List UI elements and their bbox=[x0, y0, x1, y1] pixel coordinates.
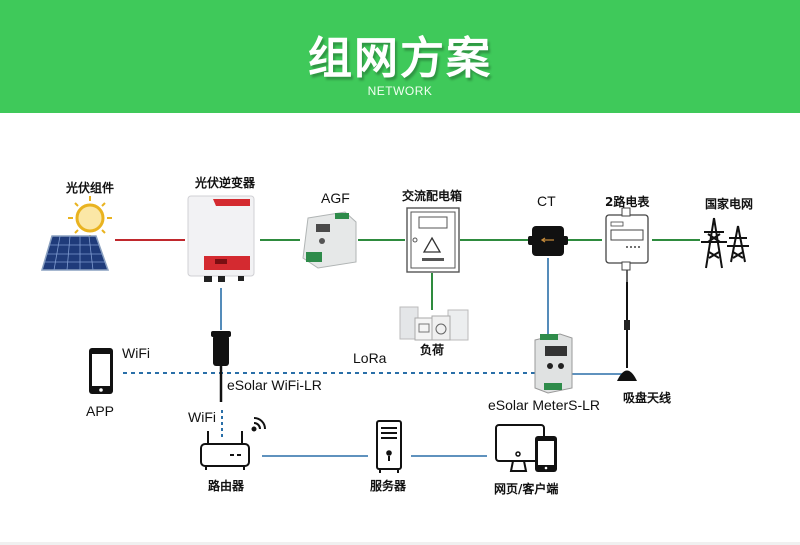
current-transformer-icon bbox=[528, 226, 568, 256]
label-client: 网页/客户端 bbox=[494, 482, 559, 496]
page-subtitle: NETWORK bbox=[367, 84, 433, 98]
label-router-wifi: WiFi bbox=[188, 409, 216, 425]
label-wifi-lr: eSolar WiFi-LR bbox=[227, 377, 322, 393]
inverter-icon bbox=[187, 195, 255, 282]
label-pv-module: 光伏组件 bbox=[66, 181, 115, 195]
wifi-signal-icon bbox=[251, 417, 266, 432]
label-meter: 2路电表 bbox=[605, 195, 650, 209]
label-inverter: 光伏逆变器 bbox=[195, 176, 256, 190]
label-app-wifi: WiFi bbox=[122, 345, 150, 361]
desktop-phone-icon bbox=[495, 424, 557, 472]
header-banner: 组网方案 NETWORK bbox=[0, 0, 800, 113]
label-grid: 国家电网 bbox=[705, 197, 754, 211]
label-router: 路由器 bbox=[208, 479, 245, 493]
page-title: 组网方案 bbox=[308, 33, 492, 84]
energy-meter-icon bbox=[605, 207, 649, 271]
label-agf: AGF bbox=[321, 190, 350, 206]
smartphone-icon bbox=[89, 348, 113, 394]
antenna-icon bbox=[617, 282, 637, 381]
meter-module-icon bbox=[534, 333, 573, 394]
server-icon bbox=[376, 420, 402, 473]
label-antenna: 吸盘天线 bbox=[623, 391, 672, 405]
bottom-divider bbox=[0, 542, 800, 545]
label-ct: CT bbox=[537, 193, 556, 209]
label-ac-box: 交流配电箱 bbox=[402, 189, 463, 203]
distribution-box-icon bbox=[406, 207, 460, 273]
label-app: APP bbox=[86, 403, 115, 419]
router-icon bbox=[200, 431, 250, 470]
label-lora: LoRa bbox=[353, 350, 387, 366]
power-tower-icon bbox=[701, 217, 749, 269]
appliances-icon bbox=[399, 306, 469, 341]
din-rail-device-icon bbox=[302, 211, 357, 269]
wifi-dongle-icon bbox=[211, 331, 231, 402]
connections bbox=[115, 239, 700, 457]
label-meter-lr: eSolar MeterS-LR bbox=[488, 397, 601, 413]
label-server: 服务器 bbox=[370, 479, 407, 493]
label-load: 负荷 bbox=[420, 343, 445, 357]
solar-panel-sun-icon bbox=[40, 196, 112, 271]
